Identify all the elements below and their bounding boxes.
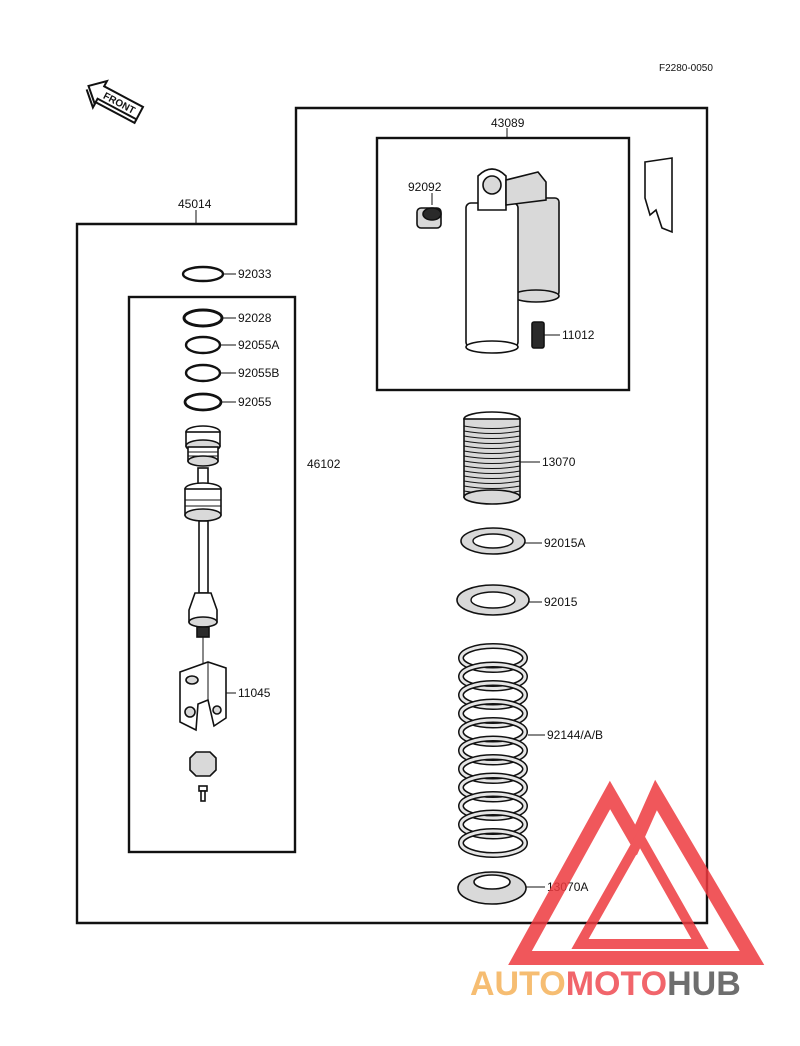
label-92055: 92055 [238,395,272,409]
automotohub-logo-icon [508,779,765,965]
label-92033: 92033 [238,267,272,281]
inner-assembly-frame [127,295,297,854]
part-92028-washer: 92028 [182,308,272,328]
label-92144: 92144/A/B [547,728,603,742]
damper-rod-assembly [184,425,222,668]
part-13070-bump-rubber: 13070 [463,411,576,505]
watermark-auto: AUTO [470,965,566,1003]
watermark-hub: HUB [667,965,741,1003]
part-92092-bushing: 92092 [408,180,442,229]
front-arrow-icon: FRONT [85,79,145,125]
label-92055b: 92055B [238,366,279,380]
label-92092: 92092 [408,180,442,194]
automotohub-watermark: AUTOMOTOHUB [470,779,765,1003]
part-92033-circlip: 92033 [181,265,272,283]
label-11012: 11012 [562,328,595,342]
figure-code: F2280-0050 [659,63,713,74]
part-11045-clevis: 11045 [179,661,271,732]
part-92144-spring: 92144/A/B [458,643,603,858]
nut-and-bolt [189,751,217,802]
label-92015a: 92015A [544,536,585,550]
label-92028: 92028 [238,311,272,325]
label-92055a: 92055A [238,338,279,352]
label-13070: 13070 [542,455,576,469]
reservoir-assembly-frame [375,136,631,392]
outer-assembly-frame [75,106,709,925]
part-92055a-oring: 92055A [184,335,279,355]
part-92055-oring: 92055 [183,392,272,412]
label-11045: 11045 [238,686,271,700]
label-46102: 46102 [307,457,341,471]
label-43089: 43089 [491,116,525,130]
label-92015: 92015 [544,595,578,609]
svg-text:AUTOMOTOHUB: AUTOMOTOHUB [470,965,741,1003]
label-45014: 45014 [178,197,212,211]
sticker-part [644,157,673,234]
part-92015a-locknut: 92015A [460,527,585,555]
reservoir-body [465,168,560,354]
watermark-moto: MOTO [566,965,667,1003]
part-92015-adjuster-nut: 92015 [456,584,578,616]
part-11012-valve: 11012 [531,321,595,349]
part-92055b-oring: 92055B [184,363,279,383]
